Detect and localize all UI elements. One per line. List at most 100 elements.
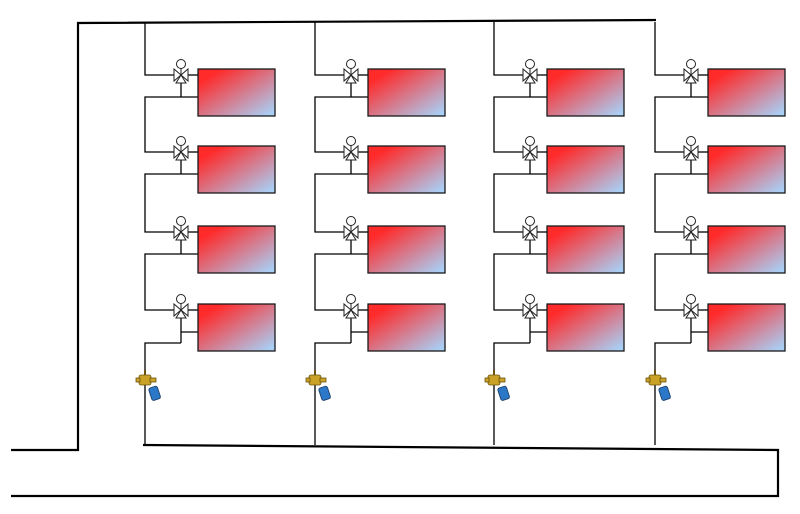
valve-head [525,216,535,226]
valve-body-bottom [175,309,187,319]
riser-return-pipe [314,342,351,445]
valve-body-left [343,144,352,160]
valve-actuator [148,385,161,401]
valve-body-right [690,302,699,318]
radiator-icon [707,225,786,274]
three-way-valve-icon [522,216,538,241]
valve-body-left [683,144,692,160]
valve-head [176,136,186,146]
valve-body-right [350,302,359,318]
radiator-icon [546,68,625,117]
riser-supply-pipe [654,22,685,76]
balancing-valve-icon [484,370,510,401]
balancing-valve-icon [645,370,671,401]
radiator-icon [546,145,625,194]
valve-head [686,59,696,69]
riser-link-pipe [144,253,181,311]
radiator-unit [493,216,625,311]
valve-body-bottom [524,151,536,161]
riser-supply-pipe [314,22,345,76]
radiator-icon [197,225,276,274]
valve-body-bottom [685,231,697,241]
valve-body-bottom [345,309,357,319]
riser-link-pipe [144,173,181,233]
three-way-valve-icon [343,294,359,319]
return-main-pipe [11,443,780,498]
riser-link-pipe [314,96,351,153]
valve-brass-port [135,377,141,383]
valve-brass-port [319,377,327,383]
riser-link-pipe [144,96,181,153]
three-way-valve-icon [522,294,538,319]
radiator-icon [707,303,786,352]
supply-main-pipe [11,18,657,452]
radiator-unit [493,59,625,153]
valve-head [346,59,356,69]
radiator-icon [546,225,625,274]
riser-return-pipe [654,342,691,445]
riser-return-pipe [144,342,181,445]
radiator-unit [144,136,276,233]
valve-body-left [173,302,182,318]
three-way-valve-icon [683,294,699,319]
balancing-valve-icon [305,370,331,401]
pipe-network [11,18,780,498]
valve-brass-port [659,377,667,383]
valve-body-bottom [175,231,187,241]
valve-body-bottom [685,151,697,161]
valve-body-bottom [175,151,187,161]
valve-body-left [683,67,692,83]
valve-brass-body [648,374,662,386]
radiator-icon [197,145,276,194]
valve-body-bottom [524,74,536,84]
radiator-unit [654,216,786,311]
valve-head [346,294,356,304]
three-way-valve-icon [173,294,189,319]
riser-link-pipe [493,96,530,153]
riser-link-pipe [654,253,691,311]
valve-body-left [522,67,531,83]
radiator-unit [314,59,446,153]
valve-head [176,216,186,226]
valve-body-right [529,224,538,240]
valve-body-right [350,224,359,240]
valve-head [525,136,535,146]
balancing-valves [135,370,671,401]
valve-body-right [180,144,189,160]
valve-head [176,59,186,69]
radiator-unit [314,136,446,233]
riser-link-pipe [314,253,351,311]
valve-head [686,294,696,304]
three-way-valve-icon [683,59,699,84]
valve-body-left [173,67,182,83]
three-way-valve-icon [683,136,699,161]
radiator-unit [654,136,786,233]
valve-head [686,136,696,146]
radiator-icon [367,68,446,117]
three-way-valve-icon [343,59,359,84]
valve-head [176,294,186,304]
valve-brass-port [498,377,506,383]
valve-brass-body [308,374,322,386]
radiator-unit [654,294,786,445]
valve-body-right [180,302,189,318]
valve-body-bottom [524,309,536,319]
valve-body-bottom [345,151,357,161]
valve-brass-port [484,377,490,383]
radiator-unit [493,294,625,445]
valve-body-right [529,67,538,83]
valve-body-bottom [345,231,357,241]
valve-body-right [529,302,538,318]
valve-body-right [350,144,359,160]
valve-body-bottom [685,74,697,84]
valve-head [346,216,356,226]
radiator-icon [367,145,446,194]
riser-return-pipe [493,342,530,445]
valve-body-left [683,224,692,240]
valve-body-right [690,67,699,83]
valve-brass-port [645,377,651,383]
radiator-unit [144,294,276,445]
valve-brass-port [149,377,157,383]
